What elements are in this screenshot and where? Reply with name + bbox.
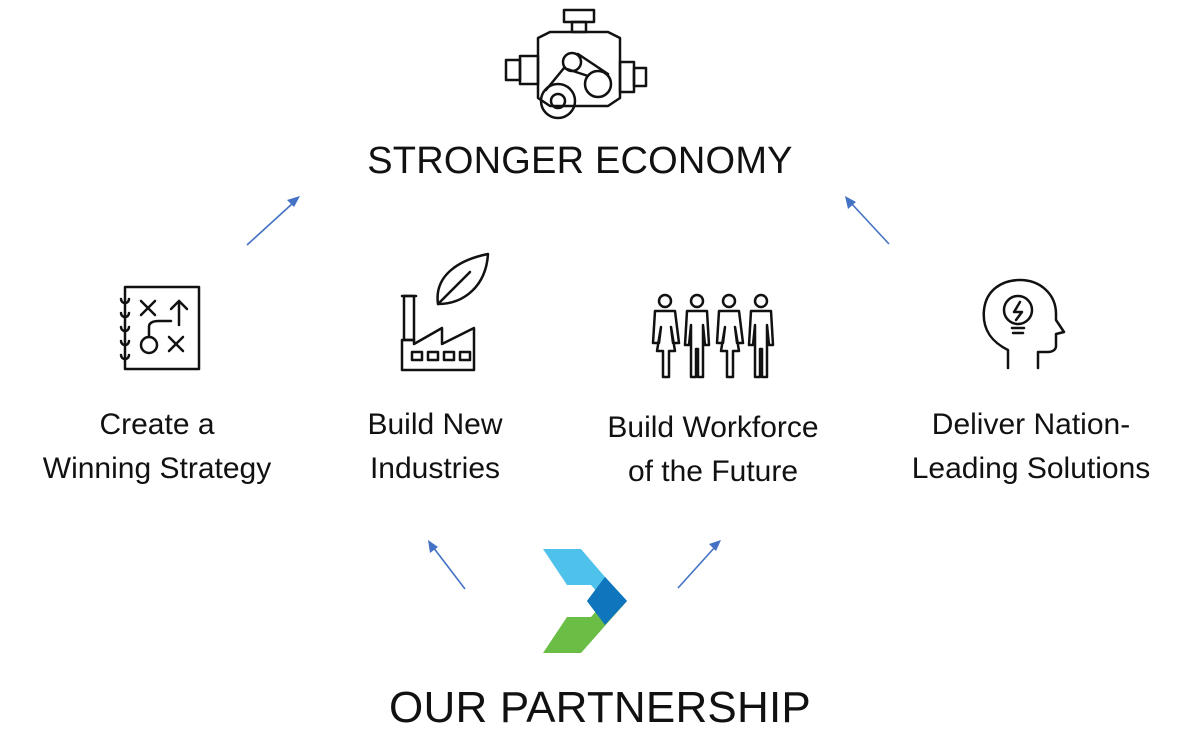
stronger-economy-title: STRONGER ECONOMY [367,140,793,182]
pillar-label-industries: Build New Industries [330,403,540,491]
idea-head-icon [982,278,1066,370]
pillar-label-line1: Build Workforce [607,411,819,444]
pillar-label-line1: Build New [367,408,503,441]
people-group-icon [651,293,775,379]
chevron-logo [543,549,627,653]
engine-icon [504,8,648,120]
pillar-label-strategy: Create a Winning Strategy [17,403,297,491]
pillar-label-line1: Create a [99,408,215,441]
pillar-label-solutions: Deliver Nation- Leading Solutions [880,403,1182,491]
green-factory-icon [400,252,490,372]
strategy-board-icon [119,285,201,371]
pillar-label-line2: of the Future [627,455,799,488]
pillar-label-line2: Leading Solutions [911,452,1151,485]
pillar-label-line2: Industries [369,452,501,485]
our-partnership-title: OUR PARTNERSHIP [389,683,811,732]
pillar-label-line2: Winning Strategy [42,452,272,485]
pillar-label-line1: Deliver Nation- [931,408,1131,441]
pillar-label-workforce: Build Workforce of the Future [578,406,848,494]
